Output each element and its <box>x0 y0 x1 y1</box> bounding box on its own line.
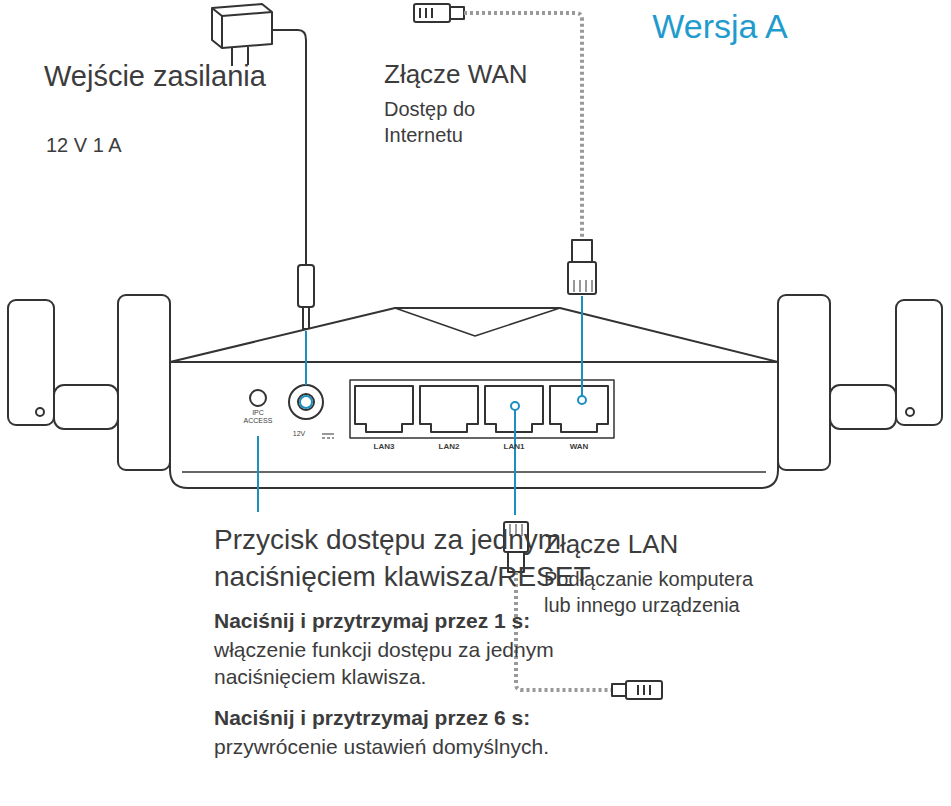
description-text: Dostęp do Internetu <box>384 96 504 148</box>
part-label: Wejście zasilania <box>44 58 304 96</box>
connector-ribs <box>420 8 432 18</box>
wan-connector-boot <box>450 7 464 19</box>
antenna <box>118 295 170 470</box>
power-jack <box>289 385 323 419</box>
leader-dot <box>511 402 519 410</box>
port-label: WAN <box>550 442 608 452</box>
antenna-hinge <box>830 385 896 429</box>
instruction-text: przywrócenie ustawień domyślnych. <box>214 733 634 760</box>
leader-line <box>305 331 307 385</box>
lan-cable-connector <box>626 681 662 699</box>
hinge-screw <box>906 408 914 416</box>
part-label: Złącze WAN <box>384 58 564 92</box>
antenna-hinge <box>54 385 118 429</box>
leader-dot <box>578 396 586 404</box>
instruction-heading: Naciśnij i przytrzymaj przez 6 s: <box>214 704 634 731</box>
wan-cable <box>464 13 582 240</box>
antenna <box>778 295 830 470</box>
port-label: LAN3 <box>355 442 413 452</box>
antenna <box>896 300 942 425</box>
panel-edge <box>182 471 766 473</box>
power-plug-pin <box>303 307 309 329</box>
router-top-ridge <box>395 308 560 336</box>
port-label: LAN1 <box>485 442 543 452</box>
leader-lines <box>258 296 586 515</box>
dc-symbol <box>322 434 334 438</box>
ethernet-ports <box>350 380 614 438</box>
lan-connector-boot <box>612 684 626 696</box>
instruction-text: włączenie funkcji dostępu za jednym naci… <box>214 636 614 691</box>
plug-contacts <box>574 280 592 292</box>
port-label: LAN2 <box>420 442 478 452</box>
rating-text: 12 V 1 A <box>46 132 196 158</box>
diagram-title: Wersja A <box>610 6 830 47</box>
description-text: Podłączanie komputera lub innego urządze… <box>544 566 782 618</box>
router-back-panel <box>170 362 778 488</box>
power-plug <box>298 265 314 307</box>
reset-button <box>250 390 266 406</box>
wan-plug-boot <box>572 240 592 262</box>
leader-line <box>514 410 516 515</box>
part-label: Złącze LAN <box>544 528 764 562</box>
wan-cable-connector <box>414 4 450 22</box>
power-adapter <box>212 4 272 48</box>
adapter-edge <box>212 8 272 48</box>
leader-line <box>257 436 259 512</box>
power-cable <box>272 30 306 265</box>
router-top <box>170 308 778 362</box>
port-label: IPC ACCESS <box>238 409 278 424</box>
leader-dot <box>300 396 312 408</box>
leader-line <box>581 296 583 396</box>
antenna <box>8 300 54 425</box>
port-label: 12V <box>284 429 314 438</box>
connector-ribs <box>638 685 650 695</box>
hinge-screw <box>36 408 44 416</box>
wan-plug <box>568 262 596 294</box>
power-jack-inner <box>298 394 314 410</box>
